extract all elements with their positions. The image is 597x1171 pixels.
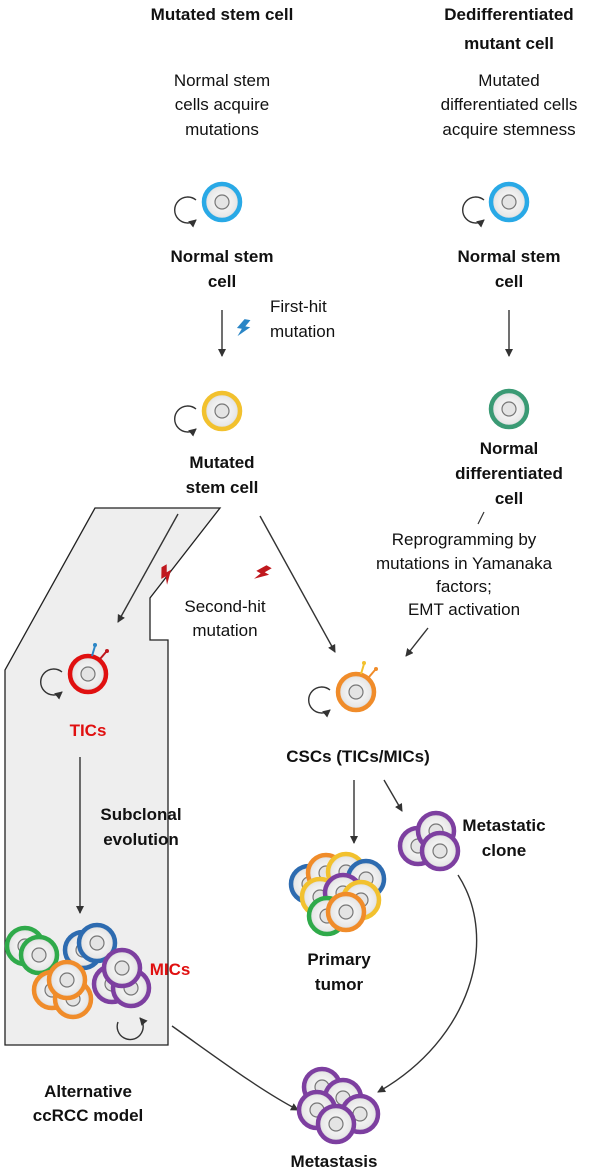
right-desc-line1: Mutated	[478, 71, 539, 90]
mutated-stem-cell	[204, 393, 240, 429]
csc-yellow-antenna-tip	[362, 661, 366, 665]
reprogramming-line4: EMT activation	[408, 600, 520, 619]
tic-cell	[70, 656, 106, 692]
self-renewal-arrow-left-stem	[173, 196, 197, 228]
left-desc-line3: mutations	[185, 120, 259, 139]
normal-stem-left-label-line2: cell	[208, 272, 236, 291]
primary-tumor-cluster	[291, 854, 384, 934]
tic-blue-antenna-tip	[93, 643, 97, 647]
tic-blue-antenna	[91, 645, 96, 657]
mics-label: MICs	[150, 960, 191, 979]
alt-model-label-line2: ccRCC model	[33, 1106, 144, 1125]
normal-stem-cell-left	[204, 184, 240, 220]
arrow-clone-to-metastasis	[377, 874, 478, 1093]
normal-diff-label-line1: Normal	[480, 439, 539, 458]
reprogramming-line2: mutations in Yamanaka	[376, 554, 553, 573]
primary-tumor-label-line1: Primary	[307, 950, 371, 969]
mutated-stem-label-line1: Mutated	[189, 453, 254, 472]
reprogramming-line3: factors;	[436, 577, 492, 596]
normal-diff-label-line2: differentiated	[455, 464, 563, 483]
self-renewal-arrow-csc	[307, 686, 331, 718]
normal-differentiated-cell	[491, 391, 527, 427]
left-desc-line1: Normal stem	[174, 71, 270, 90]
arrow-to-cscs	[259, 515, 336, 653]
normal-diff-label-line3: cell	[495, 489, 523, 508]
first-hit-label-line2: mutation	[270, 322, 335, 341]
metastasis-label: Metastasis	[291, 1152, 378, 1171]
self-renewal-arrow-tics	[39, 668, 63, 700]
reprogramming-tick	[477, 511, 485, 525]
csc-orange-antenna	[368, 669, 376, 678]
csc-orange-antenna-tip	[374, 667, 378, 671]
right-column-title-line2: mutant cell	[464, 34, 554, 53]
self-renewal-arrow-right-stem	[461, 196, 485, 228]
alt-model-label-line1: Alternative	[44, 1082, 132, 1101]
primary-tumor-label-line2: tumor	[315, 975, 364, 994]
metastatic-clone-label-line2: clone	[482, 841, 526, 860]
tic-red-antenna	[99, 651, 107, 660]
right-desc-line2: differentiated cells	[441, 95, 578, 114]
right-desc-line3: acquire stemness	[442, 120, 575, 139]
tics-label: TICs	[70, 721, 107, 740]
normal-stem-right-label-line2: cell	[495, 272, 523, 291]
metastatic-clone-cluster	[400, 813, 458, 869]
first-hit-lightning-icon	[235, 318, 252, 339]
reprogramming-line1: Reprogramming by	[392, 530, 537, 549]
self-renewal-arrow-mics	[116, 1017, 148, 1041]
normal-stem-left-label-line1: Normal stem	[171, 247, 274, 266]
subclonal-label-line1: Subclonal	[100, 805, 181, 824]
left-desc-line2: cells acquire	[175, 95, 270, 114]
tic-red-antenna-tip	[105, 649, 109, 653]
csc-cell	[338, 674, 374, 710]
csc-yellow-antenna	[360, 663, 365, 675]
arrow-to-tics	[117, 513, 179, 623]
alternative-model-panel-outline	[4, 507, 222, 1046]
mutated-stem-label-line2: stem cell	[186, 478, 259, 497]
subclonal-label-line2: evolution	[103, 830, 179, 849]
second-hit-lightning-icon-right	[252, 562, 273, 585]
second-hit-label-line2: mutation	[192, 621, 257, 640]
metastasis-cluster	[299, 1069, 378, 1142]
arrow-to-metastatic-clone	[383, 779, 403, 812]
left-column-title: Mutated stem cell	[151, 5, 294, 24]
first-hit-label-line1: First-hit	[270, 297, 327, 316]
metastatic-clone-label-line1: Metastatic	[462, 816, 545, 835]
self-renewal-arrow-mutated	[173, 405, 197, 437]
reprogramming-arrow	[405, 627, 429, 657]
right-column-title-line1: Dedifferentiated	[444, 5, 573, 24]
normal-stem-cell-right	[491, 184, 527, 220]
second-hit-label-line1: Second-hit	[184, 597, 266, 616]
arrow-mics-to-metastasis	[171, 1025, 299, 1111]
normal-stem-right-label-line1: Normal stem	[458, 247, 561, 266]
cscs-label: CSCs (TICs/MICs)	[286, 747, 430, 766]
